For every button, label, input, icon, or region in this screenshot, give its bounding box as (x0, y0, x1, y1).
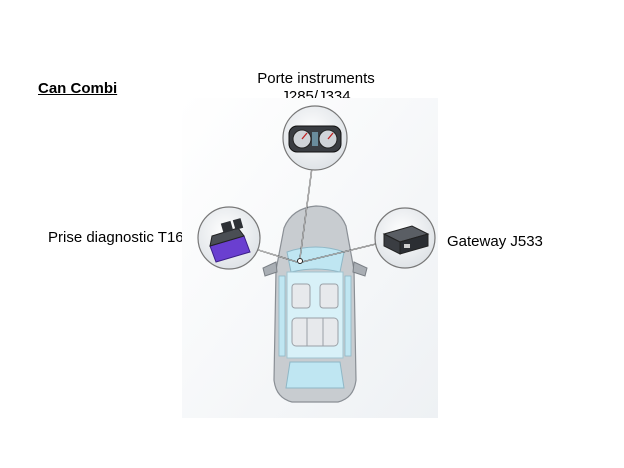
bus-junction (297, 258, 303, 264)
right-mirror (352, 261, 368, 277)
gateway-callout (374, 207, 436, 269)
rear-bench (291, 317, 339, 347)
left-mirror (262, 261, 278, 277)
instrument-cluster-callout (282, 105, 348, 171)
diagram-title: Can Combi (38, 80, 118, 97)
diagnostic-label: Prise diagnostic T16 (48, 229, 184, 246)
instruments-label-line1: Porte instruments (257, 70, 375, 87)
car-top-view (262, 205, 368, 403)
windshield (286, 246, 345, 273)
rear-window (285, 361, 345, 389)
front-left-seat (291, 283, 311, 309)
diagnostic-connector-callout (197, 206, 261, 270)
front-right-seat (319, 283, 339, 309)
gateway-label: Gateway J533 (447, 233, 543, 250)
